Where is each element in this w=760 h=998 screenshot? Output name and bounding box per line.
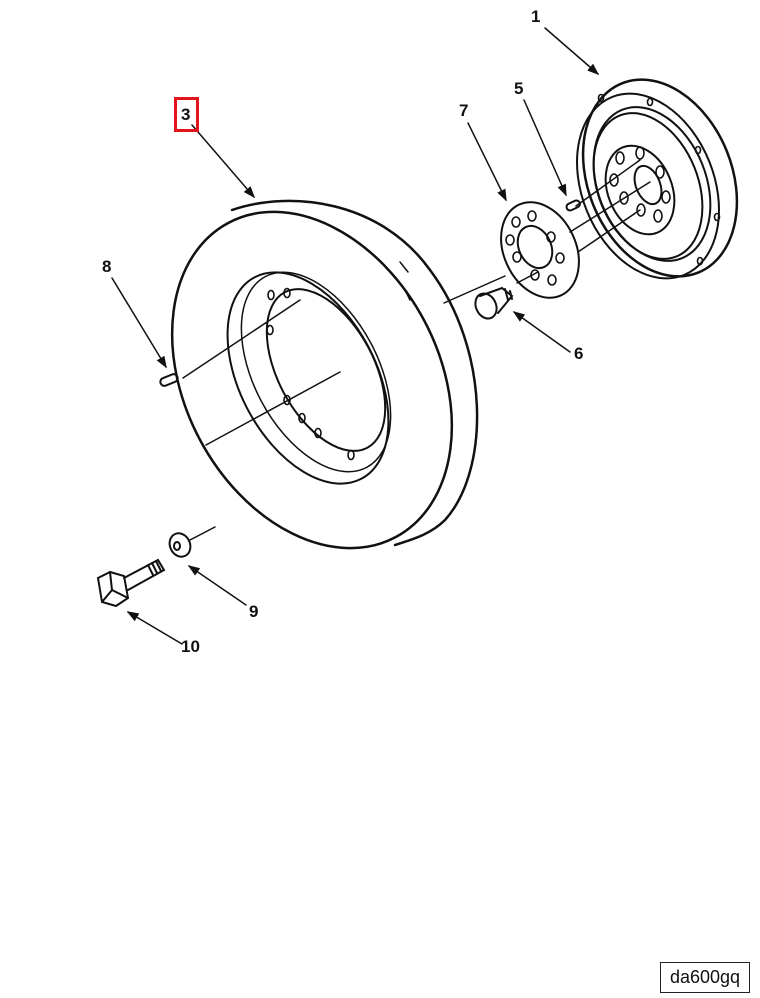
bolt-part-6[interactable] [471,286,514,322]
callout-1[interactable]: 1 [531,7,541,26]
wheel-part-3[interactable] [116,163,507,597]
washer-part-9[interactable] [166,530,194,560]
callout-10[interactable]: 10 [181,637,200,656]
hex-bolt-part-10[interactable] [96,558,166,608]
flywheel-part-1[interactable] [551,56,760,299]
callout-9[interactable]: 9 [249,602,259,621]
figure-id-label: da600gq [660,962,750,993]
callout-5[interactable]: 5 [514,79,524,98]
callout-7[interactable]: 7 [459,101,469,120]
dowel-pin-part-5[interactable] [565,199,581,212]
callout-6[interactable]: 6 [574,344,584,363]
callout-8[interactable]: 8 [102,257,112,276]
callout-3[interactable]: 3 [181,105,191,124]
selected-callout-highlight [174,97,199,132]
dowel-pin-part-8[interactable] [159,373,179,387]
plate-part-7[interactable] [486,189,594,310]
